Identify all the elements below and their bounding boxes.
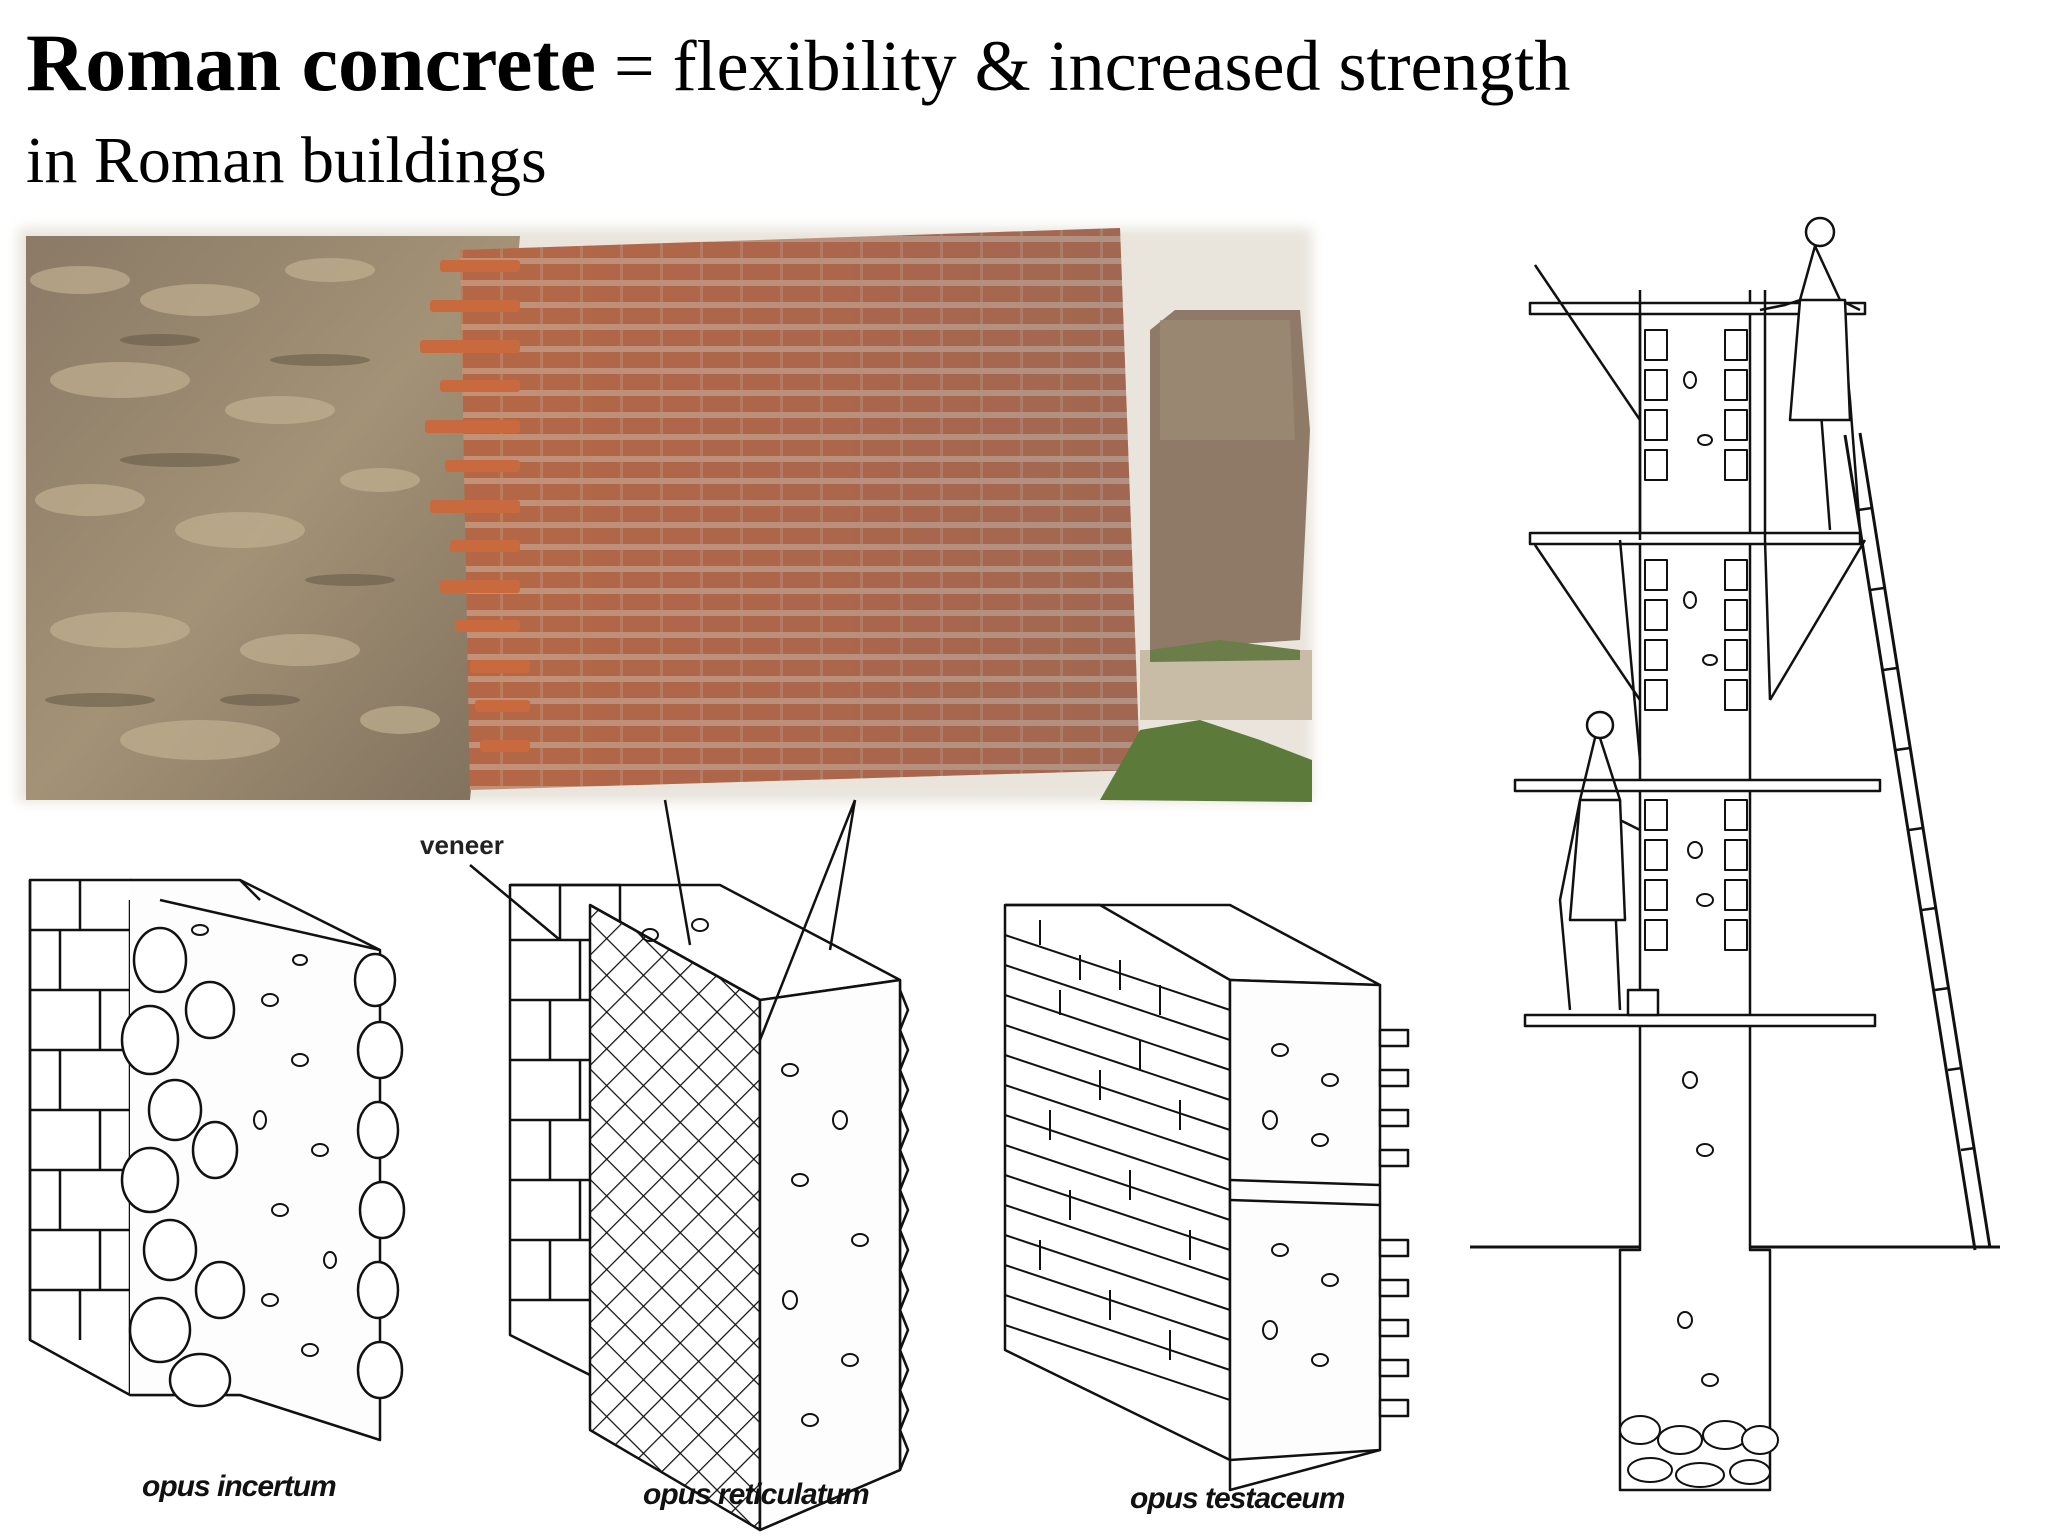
veneer-label: veneer xyxy=(420,830,504,860)
slide-subtitle: in Roman buildings xyxy=(26,124,547,197)
slide-title: Roman concrete = flexibility & increased… xyxy=(26,22,1726,104)
opus-incertum-diagram xyxy=(28,878,406,1442)
caption-opus-reticulatum: opus reticulatum xyxy=(643,1478,870,1511)
photo-leader-lines xyxy=(663,799,857,1041)
title-rest: = flexibility & increased strength xyxy=(596,26,1571,106)
caption-opus-testaceum: opus testaceum xyxy=(1130,1482,1345,1515)
veneer-leader xyxy=(469,864,561,941)
title-bold: Roman concrete xyxy=(26,17,597,108)
scaffold-illustration xyxy=(1470,216,2000,1492)
opus-testaceum-diagram xyxy=(1003,903,1410,1492)
opus-reticulatum-diagram xyxy=(508,883,910,1532)
caption-opus-incertum: opus incertum xyxy=(142,1470,337,1503)
wall-photo xyxy=(18,228,1312,802)
